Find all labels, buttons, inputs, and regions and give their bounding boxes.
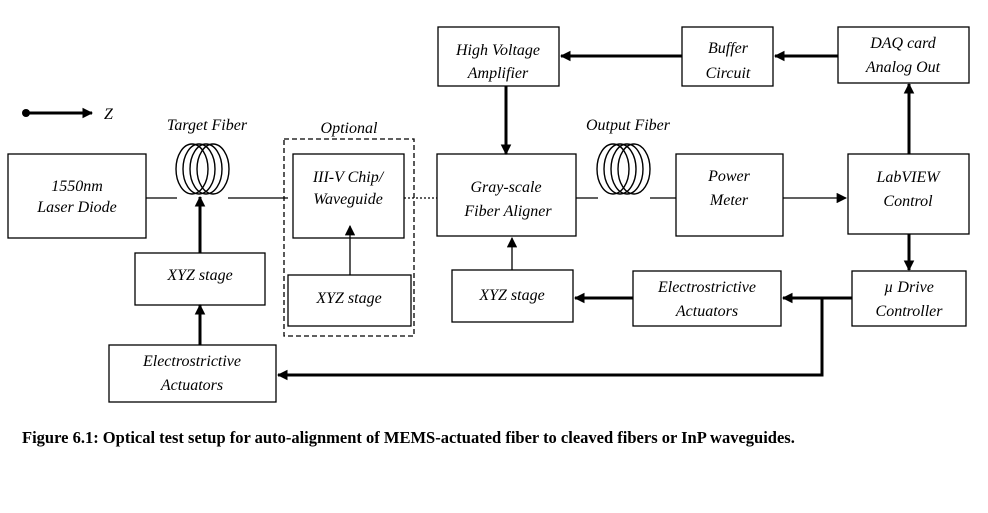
electrostrictive-right-box [632,270,782,327]
chip-waveguide-label-1: III-V Chip/ [312,169,385,186]
electrostrictive-right-label-1: Electrostrictive [657,279,756,296]
laser-diode-label-2: Laser Diode [36,199,117,216]
high-voltage-amplifier-label-2: Amplifier [467,65,529,82]
electrostrictive-left-box [108,344,277,403]
optional-region [283,138,415,337]
laser-diode-box [7,153,147,239]
xyz-stage-right-box [451,269,574,323]
buffer-circuit-label-1: Buffer [708,40,749,57]
power-meter-label-1: Power [707,168,751,185]
xyz-stage-right-label: XYZ stage [478,287,544,304]
high-voltage-amplifier-label-1: High Voltage [455,42,540,59]
chip-waveguide-box [292,153,405,239]
labview-control-label-2: Control [883,193,933,210]
target-fiber-coil [175,143,230,195]
labview-control-label-1: LabVIEW [875,169,941,186]
chip-waveguide-label-2: Waveguide [313,191,383,208]
optional-label: Optional [321,120,378,137]
fiber-aligner-box [436,153,577,237]
xyz-stage-left-box [134,252,266,306]
u-drive-controller-label-2: Controller [876,303,944,320]
daq-card-label-2: Analog Out [865,59,941,76]
z-axis-indicator: Z [22,106,114,123]
buffer-circuit-label-2: Circuit [706,65,751,82]
fiber-aligner-label-1: Gray-scale [470,179,541,196]
output-fiber-label: Output Fiber [586,117,671,134]
daq-card-label-1: DAQ card [869,35,937,52]
output-fiber-coil [596,143,651,195]
z-axis-label: Z [104,106,114,123]
laser-diode-label-1: 1550nm [51,178,103,195]
electrostrictive-right-label-2: Actuators [675,303,738,320]
power-meter-label-2: Meter [709,192,749,209]
figure-caption: Figure 6.1: Optical test setup for auto-… [22,428,795,447]
electrostrictive-left-label-2: Actuators [160,377,223,394]
labview-control-box [847,153,970,235]
electrostrictive-left-label-1: Electrostrictive [142,353,241,370]
high-voltage-amplifier-box [437,26,560,87]
u-drive-controller-box [851,270,967,327]
power-meter-box [675,153,784,237]
arrow-u-drive-to-electrostrictive-left [276,298,824,381]
xyz-stage-mid-label: XYZ stage [315,290,381,307]
xyz-stage-mid-box [287,274,412,327]
xyz-stage-left-label: XYZ stage [166,267,232,284]
optical-setup-diagram: Z Target Fiber Output Fiber Optional 155… [7,26,970,403]
fiber-aligner-label-2: Fiber Aligner [463,203,552,220]
target-fiber-label: Target Fiber [167,117,248,134]
u-drive-controller-label-1: µ Drive [884,279,934,296]
